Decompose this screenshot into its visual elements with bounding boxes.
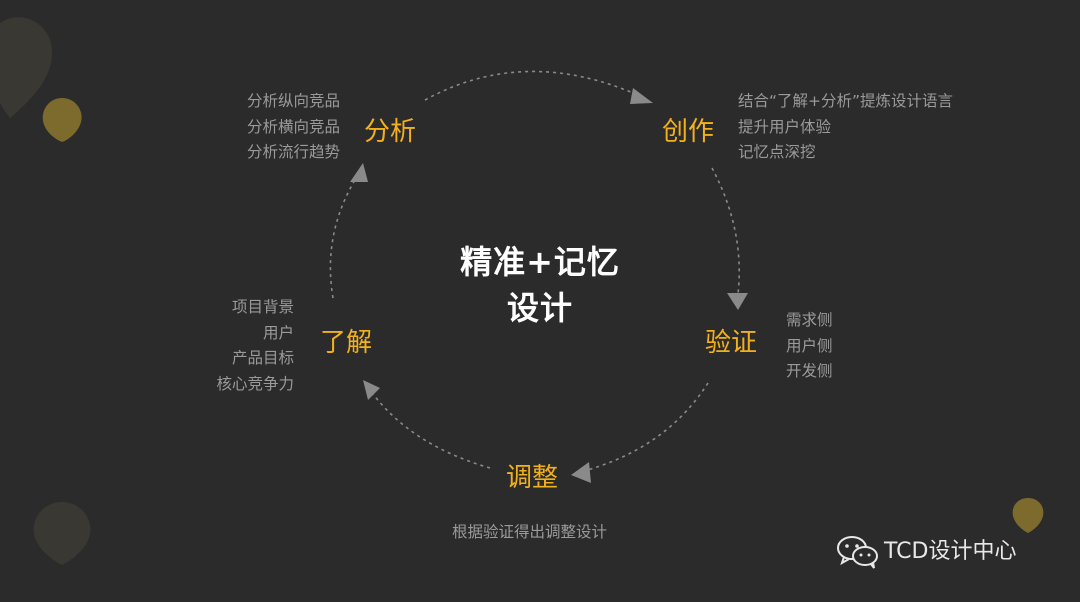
note-item: 结合“了解+分析”提炼设计语言 — [738, 92, 954, 110]
note-item: 用户侧 — [786, 336, 833, 355]
arc-adjust-to-understand — [369, 389, 491, 469]
notes-adjust: 根据验证得出调整设计 — [452, 523, 608, 541]
notes-verify: 需求侧 用户侧 开发侧 — [786, 308, 833, 385]
brand-name: TCD设计中心 — [884, 539, 1017, 564]
node-verify: 验证 — [705, 328, 758, 358]
note-item: 分析横向竞品 — [246, 117, 340, 136]
note-item: 产品目标 — [231, 349, 294, 367]
center-title-line2: 设计 — [506, 289, 573, 327]
arrowhead-verify — [727, 293, 748, 310]
decor-drop-gold-right — [1012, 498, 1044, 533]
node-create: 创作 — [662, 117, 715, 147]
arrowhead-analyze — [350, 163, 368, 182]
node-analyze: 分析 — [364, 117, 417, 147]
node-understand: 了解 — [320, 328, 373, 358]
notes-analyze: 分析纵向竞品 分析横向竞品 分析流行趋势 — [200, 89, 340, 166]
arrowhead-create — [630, 88, 653, 104]
decor-drop-bottomleft — [33, 502, 91, 565]
decor-drop-topleft — [0, 17, 53, 118]
wechat-icon — [837, 536, 878, 569]
arc-create-to-verify — [711, 167, 741, 295]
arrowhead-adjust — [571, 462, 591, 483]
notes-create: 结合“了解+分析”提炼设计语言 提升用户体验 记忆点深挖 — [738, 89, 953, 166]
note-item: 分析流行趋势 — [246, 143, 340, 161]
decor-blobs — [0, 17, 1044, 565]
note-item: 记忆点深挖 — [738, 143, 816, 161]
arrowhead-understand — [363, 380, 380, 400]
note-item: 开发侧 — [786, 362, 833, 380]
cycle-arcs — [329, 70, 741, 473]
note-item: 提升用户体验 — [738, 117, 832, 136]
arc-verify-to-adjust — [579, 382, 709, 473]
note-item: 分析纵向竞品 — [246, 92, 340, 110]
notes-understand: 项目背景 用户 产品目标 核心竞争力 — [160, 295, 294, 397]
cycle-arrowheads — [350, 88, 748, 483]
arc-understand-to-analyze — [329, 174, 359, 299]
note-item: 需求侧 — [786, 311, 833, 329]
center-title-line1: 精准+记忆 — [460, 243, 620, 281]
note-item: 用户 — [262, 323, 294, 342]
note-item: 项目背景 — [231, 298, 294, 316]
decor-drop-gold-left — [42, 98, 82, 142]
node-adjust: 调整 — [506, 463, 559, 493]
note-item: 核心竞争力 — [216, 374, 294, 393]
arc-analyze-to-create — [424, 70, 641, 101]
